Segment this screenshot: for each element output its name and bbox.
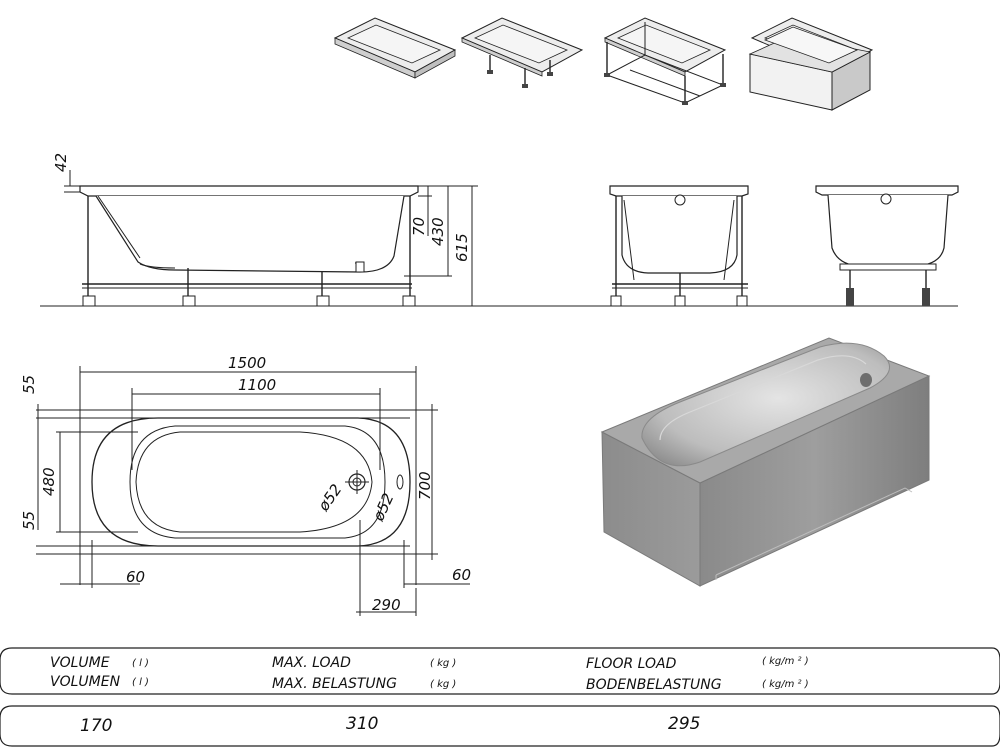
variant-tub-panel <box>748 17 874 111</box>
dim-width-total: 700 <box>416 471 434 500</box>
dim-inner-height: 430 <box>429 217 447 246</box>
dim-edge-top: 55 <box>20 375 38 394</box>
volume-value: 170 <box>80 716 112 736</box>
dim-edge-bottom: 55 <box>20 511 38 530</box>
variant-tub-legs <box>460 17 584 88</box>
dim-length-total: 1500 <box>228 354 266 372</box>
dim-length-inner: 1100 <box>238 376 276 394</box>
load-label-de: MAX. BELASTUNG <box>272 676 397 692</box>
volume-unit: ( l ) <box>132 658 149 669</box>
variant-tub-frame <box>603 17 727 105</box>
floor-load-label-de: BODENBELASTUNG <box>586 677 722 693</box>
variant-plain-tub <box>333 17 457 79</box>
floor-load-label-en: FLOOR LOAD <box>586 656 677 672</box>
volume-label-de: VOLUMEN <box>50 674 121 690</box>
bathtub-3d-render <box>600 337 931 587</box>
dim-offset-left: 60 <box>126 568 145 586</box>
volume-label-en: VOLUME <box>50 655 110 671</box>
floor-load-unit-de: ( kg/m ² ) <box>762 679 809 690</box>
dim-overflow-diameter: ø52 <box>369 490 398 524</box>
load-unit-de: ( kg ) <box>430 679 456 690</box>
dim-drain-diameter: ø52 <box>314 481 346 515</box>
floor-load-unit: ( kg/m ² ) <box>762 656 809 667</box>
side-elevation-view: 42 70 430 615 <box>40 153 958 307</box>
end-elevation-frame <box>609 185 749 307</box>
load-unit: ( kg ) <box>430 658 456 669</box>
floor-load-value: 295 <box>668 714 700 734</box>
dim-total-height: 615 <box>453 233 471 262</box>
spec-values-box <box>0 705 1000 747</box>
dim-drain-offset: 290 <box>372 596 401 614</box>
plan-view: 1500 1100 55 480 55 700 60 60 290 ø52 ø5… <box>20 354 471 616</box>
installation-variants <box>333 17 874 111</box>
spec-table: VOLUME VOLUMEN ( l ) ( l ) MAX. LOAD MAX… <box>0 647 1000 747</box>
load-label-en: MAX. LOAD <box>272 655 351 671</box>
end-elevation-legs <box>815 185 959 306</box>
spec-labels-box <box>0 647 1000 695</box>
dim-offset-right: 60 <box>452 566 471 584</box>
volume-unit-de: ( l ) <box>132 677 149 688</box>
dim-rim-height: 70 <box>410 217 428 236</box>
dim-rim-top: 42 <box>52 153 70 172</box>
load-value: 310 <box>346 714 378 734</box>
dim-width-inner: 480 <box>40 467 58 496</box>
